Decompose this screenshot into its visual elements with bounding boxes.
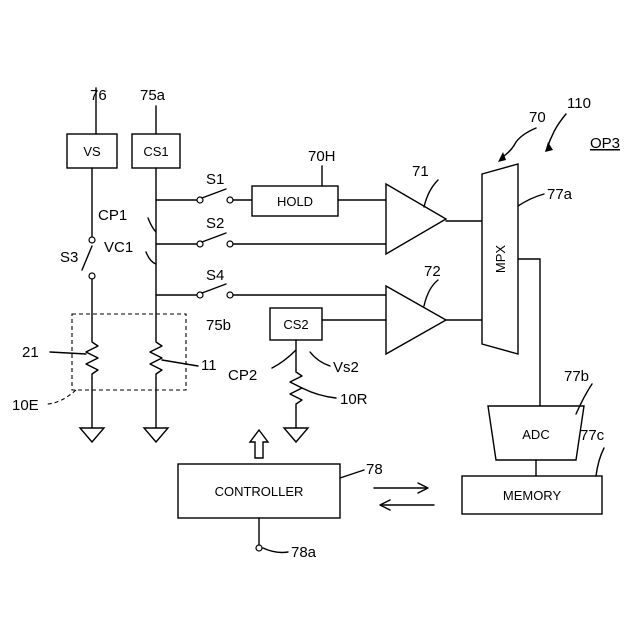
amplifier-71: 71 (386, 163, 482, 254)
s3-label: S3 (60, 249, 78, 266)
arrow-icon (498, 152, 506, 162)
terminal-78a (256, 545, 262, 551)
cs1-block: CS1 75a (132, 87, 180, 168)
controller-ref: 78 (366, 461, 383, 478)
controller-block: CONTROLLER 78 78a (178, 461, 383, 561)
ground-icon (80, 428, 104, 442)
cs1-ref: 75a (140, 87, 166, 104)
ref-110: 110 (567, 95, 591, 112)
hold-label: HOLD (277, 194, 313, 209)
vc1-label: VC1 (104, 239, 133, 256)
s2-label: S2 (206, 215, 224, 232)
up-hollow-arrow-icon (250, 430, 268, 458)
memory-label: MEMORY (503, 488, 562, 503)
amplifier-72: 72 (386, 263, 482, 354)
adc-ref: 77b (564, 368, 589, 385)
vs-ref: 76 (90, 87, 107, 104)
cs2-block: CS2 75b CP2 Vs2 10R (206, 308, 386, 442)
cp2-label: CP2 (228, 367, 257, 384)
mpx-block: MPX 77a (482, 164, 573, 406)
cs2-ref: 75b (206, 317, 231, 334)
figure-label: OP3 (590, 135, 620, 152)
vs-label: VS (83, 144, 101, 159)
mpx-ref: 77a (547, 186, 573, 203)
amp1-ref: 71 (412, 163, 429, 180)
cp1-label: CP1 (98, 207, 127, 224)
cs2-label: CS2 (283, 317, 308, 332)
controller-label: CONTROLLER (215, 484, 304, 499)
vs2-label: Vs2 (333, 359, 359, 376)
resistor-21 (86, 338, 98, 378)
resistor-10r (290, 370, 302, 408)
ref-70: 70 (529, 109, 546, 126)
s3-contact-top (89, 237, 95, 243)
figure-labels: 70 110 OP3 (498, 95, 620, 162)
r11-label: 11 (201, 357, 217, 374)
hold-path: S1 HOLD 70H (156, 148, 386, 216)
memory-ref: 77c (580, 427, 605, 444)
adc-label: ADC (522, 427, 549, 442)
s4-label: S4 (206, 267, 224, 284)
s4-path: S4 (156, 267, 386, 298)
bidirectional-arrow-icon (374, 483, 434, 510)
ground-icon (284, 428, 308, 442)
amp2-ref: 72 (424, 263, 441, 280)
r21-label: 21 (22, 344, 39, 361)
vs-block: VS 76 (67, 87, 117, 168)
s3-contact-bottom (89, 273, 95, 279)
resistor-group-10e: 10E (12, 314, 186, 414)
s1-label: S1 (206, 171, 224, 188)
r10r-label: 10R (340, 391, 368, 408)
ref-70-leader (504, 128, 536, 156)
group-10e-label: 10E (12, 397, 39, 414)
mpx-label: MPX (493, 245, 508, 274)
hold-ref: 70H (308, 148, 336, 165)
terminal-78a-label: 78a (291, 544, 317, 561)
resistor-11 (150, 338, 162, 378)
s2-path: S2 (156, 215, 386, 247)
ground-icon (144, 428, 168, 442)
cs1-column-wiring: 11 CP1 VC1 (98, 168, 217, 442)
cs1-label: CS1 (143, 144, 168, 159)
